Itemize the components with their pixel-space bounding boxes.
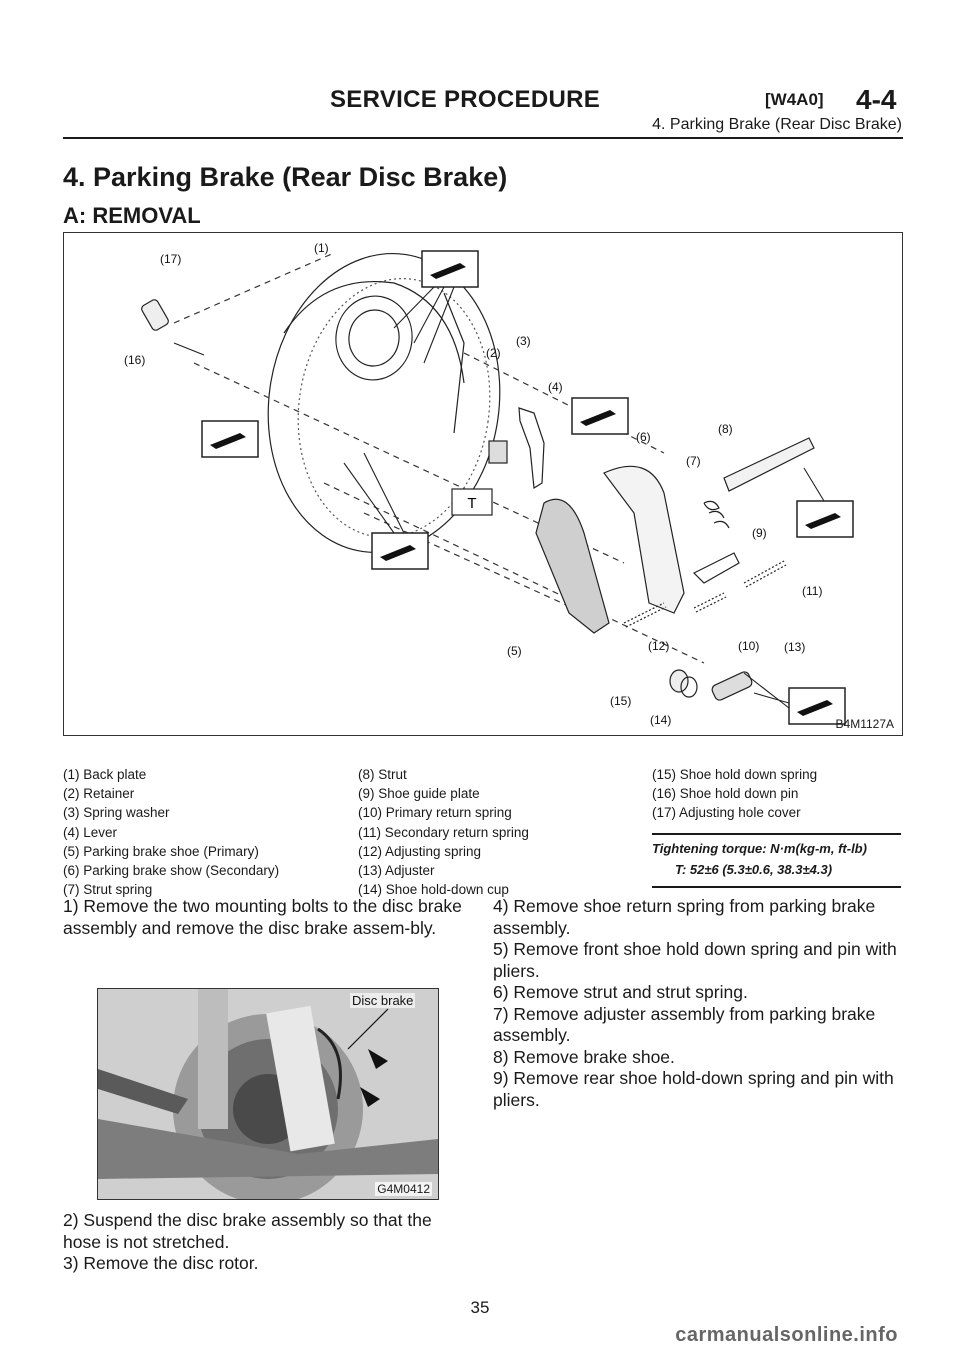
legend-column-1: (1) Back plate (2) Retainer (3) Spring w…: [63, 765, 279, 899]
callout-17: (17): [160, 252, 181, 266]
header-divider: [63, 137, 903, 139]
legend-item: (2) Retainer: [63, 786, 135, 802]
steps-2-3-text: 2) Suspend the disc brake assembly so th…: [63, 1210, 471, 1275]
header-subtitle: 4. Parking Brake (Rear Disc Brake): [652, 116, 902, 133]
callout-6: (6): [636, 430, 651, 444]
torque-label: Tightening torque: N·m(kg-m, ft-lb): [652, 841, 867, 856]
step-5: 5) Remove front shoe hold down spring an…: [493, 939, 897, 981]
exploded-diagram: T (1) (2) (3) (4) (5) (6) (7) (8) (9) (1…: [63, 232, 903, 736]
callout-8: (8): [718, 422, 733, 436]
callout-13: (13): [784, 640, 805, 654]
legend-item: (15) Shoe hold down spring: [652, 767, 818, 782]
callout-7: (7): [686, 454, 701, 468]
step-9: 9) Remove rear shoe hold-down spring and…: [493, 1068, 894, 1110]
legend-item: (16) Shoe hold down pin: [652, 786, 799, 802]
header-code: [W4A0]: [765, 90, 824, 109]
callout-10: (10): [738, 639, 759, 653]
callout-5: (5): [507, 644, 522, 658]
legend-column-2: (8) Strut (9) Shoe guide plate (10) Prim…: [358, 765, 529, 899]
legend-item: (8) Strut: [358, 767, 407, 782]
callout-4: (4): [548, 380, 563, 394]
callout-9: (9): [752, 526, 767, 540]
photo-label-disc-brake: Disc brake: [350, 993, 416, 1008]
steps-4-9-text: 4) Remove shoe return spring from parkin…: [493, 896, 903, 1111]
step-7: 7) Remove adjuster assembly from parking…: [493, 1003, 876, 1046]
disc-brake-photo: Disc brake G4M0412: [97, 988, 439, 1200]
legend-item: (10) Primary return spring: [358, 805, 512, 821]
legend-item: (11) Secondary return spring: [358, 824, 529, 840]
step-1-text: 1) Remove the two mounting bolts to the …: [63, 896, 471, 939]
back-plate-outline: [267, 253, 501, 553]
header-title: SERVICE PROCEDURE: [330, 86, 601, 113]
header-section-number: 4-4: [856, 84, 897, 115]
callout-11: (11): [802, 584, 822, 598]
callout-12: (12): [648, 639, 669, 653]
legend-item: (9) Shoe guide plate: [358, 786, 480, 802]
legend-item: (14) Shoe hold-down cup: [358, 882, 509, 898]
callout-14: (14): [650, 713, 671, 727]
torque-spec-box: Tightening torque: N·m(kg-m, ft-lb) T: 5…: [652, 833, 901, 888]
legend-item: (13) Adjuster: [358, 863, 435, 879]
step-3: 3) Remove the disc rotor.: [63, 1253, 259, 1273]
callout-3: (3): [516, 334, 531, 348]
step-1: 1) Remove the two mounting bolts to the …: [63, 896, 462, 938]
exploded-diagram-drawing: T (1) (2) (3) (4) (5) (6) (7) (8) (9) (1…: [124, 241, 854, 727]
section-title: 4. Parking Brake (Rear Disc Brake): [63, 162, 508, 192]
step-2: 2) Suspend the disc brake assembly so th…: [63, 1210, 432, 1252]
legend-item: (4) Lever: [63, 824, 118, 840]
legend-item: (17) Adjusting hole cover: [652, 805, 801, 821]
step-6: 6) Remove strut and strut spring.: [493, 982, 748, 1002]
callout-1: (1): [314, 241, 329, 255]
step-8: 8) Remove brake shoe.: [493, 1046, 675, 1067]
torque-value: T: 52±6 (5.3±0.6, 38.3±4.3): [675, 862, 833, 877]
figure-code: B4M1127A: [835, 717, 894, 731]
watermark: carmanualsonline.info: [675, 1324, 898, 1346]
legend-item: (3) Spring washer: [63, 805, 170, 821]
legend-item: (1) Back plate: [63, 767, 147, 782]
disc-brake-photo-drawing: [98, 989, 438, 1199]
page-number: 35: [470, 1298, 490, 1317]
photo-code: G4M0412: [375, 1182, 432, 1196]
grease-icons: [201, 250, 854, 725]
callout-2: (2): [486, 346, 501, 360]
callout-16: (16): [124, 353, 145, 367]
legend-item: (12) Adjusting spring: [358, 843, 482, 859]
subsection-title: A: REMOVAL: [63, 203, 201, 228]
legend-item: (6) Parking brake show (Secondary): [63, 863, 280, 879]
torque-marker-T: T: [467, 495, 476, 512]
legend-column-3: (15) Shoe hold down spring (16) Shoe hol…: [652, 765, 817, 823]
callout-15: (15): [610, 694, 631, 708]
legend-item: (5) Parking brake shoe (Primary): [63, 843, 259, 859]
legend-item: (7) Strut spring: [63, 882, 153, 898]
step-4: 4) Remove shoe return spring from parkin…: [493, 896, 876, 938]
